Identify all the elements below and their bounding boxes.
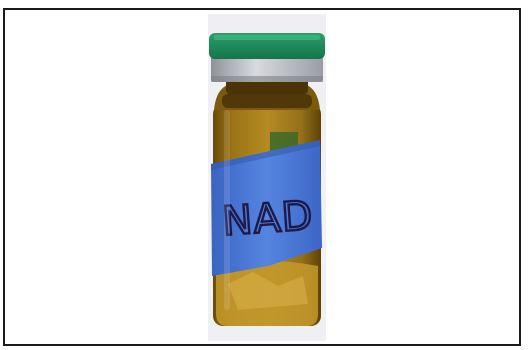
crimp-seal [211,54,323,82]
tape-label [211,140,322,276]
vial-icon: NAD [209,33,325,326]
crystal-reflection [228,272,308,310]
glass-reflection [222,94,312,108]
vial-label-text: NAD [221,193,315,245]
vial-photo: NAD [208,14,326,341]
